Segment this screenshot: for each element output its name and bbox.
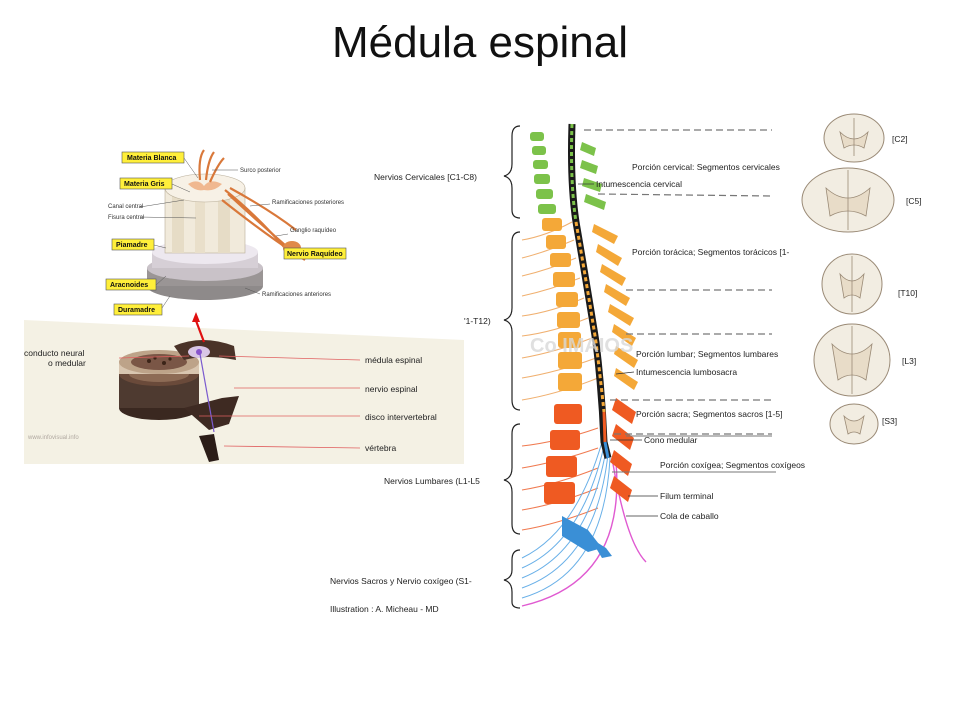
tag-aracnoides: Aracnoides bbox=[105, 278, 157, 291]
label-canal-central: Canal central bbox=[108, 204, 143, 210]
label-filum-terminal: Filum terminal bbox=[660, 491, 713, 501]
svg-text:[S3]: [S3] bbox=[882, 416, 897, 426]
svg-text:Aracnoides: Aracnoides bbox=[110, 282, 148, 289]
label-cono-medular: Cono medular bbox=[644, 435, 698, 445]
svg-text:Piamadre: Piamadre bbox=[116, 242, 148, 249]
label-nervios-sacros: Nervios Sacros y Nervio coxígeo (S1- bbox=[330, 576, 472, 586]
label-porcion-cervical: Porción cervical: Segmentos cervicales bbox=[632, 162, 780, 172]
vertebra-figure: conducto neural o medular médula espinal… bbox=[24, 312, 464, 464]
slide-title: Médula espinal bbox=[332, 18, 628, 67]
cord-section-s3: [S3] bbox=[829, 403, 897, 445]
label-porcion-toracica: Porción torácica; Segmentos torácicos [1… bbox=[632, 247, 789, 257]
label-conducto-neural: conducto neural bbox=[24, 348, 85, 358]
svg-text:[C2]: [C2] bbox=[892, 134, 908, 144]
label-nervios-cervicales: Nervios Cervicales [C1-C8) bbox=[374, 172, 477, 182]
label-porcion-lumbar: Porción lumbar; Segmentos lumbares bbox=[636, 349, 778, 359]
watermark-imaios: Co IMAIOS bbox=[530, 335, 633, 357]
label-porcion-sacra: Porción sacra; Segmentos sacros [1-5] bbox=[636, 409, 782, 419]
spine-figure: [C2] [C5] [T10] [L3] [S3] Co IMAIOS Nerv… bbox=[330, 113, 922, 614]
label-illustration-credit: Illustration : A. Micheau - MD bbox=[330, 604, 439, 614]
svg-text:[C5]: [C5] bbox=[906, 196, 922, 206]
watermark-infovisual: www.infovisual.info bbox=[27, 435, 79, 441]
tag-materia-blanca: Materia Blanca bbox=[121, 151, 185, 164]
label-cola-de-caballo: Cola de caballo bbox=[660, 511, 719, 521]
label-nervio-espinal: nervio espinal bbox=[365, 384, 418, 394]
label-intumescencia-cervical: Intumescencia cervical bbox=[596, 179, 682, 189]
label-porcion-coxigea: Porción coxígea; Segmentos coxígeos bbox=[660, 460, 805, 470]
svg-text:Materia Gris: Materia Gris bbox=[124, 181, 165, 188]
label-surco-posterior: Surco posterior bbox=[240, 168, 281, 174]
label-vertebra: vértebra bbox=[365, 443, 396, 453]
tag-duramadre: Duramadre bbox=[113, 303, 163, 316]
cord-section-c2: [C2] bbox=[823, 113, 908, 163]
spinal-cord-cross-section-figure: Materia Blanca Materia Gris Piamadre Ara… bbox=[105, 149, 347, 316]
tag-materia-gris: Materia Gris bbox=[119, 177, 173, 190]
label-medula-espinal: médula espinal bbox=[365, 355, 422, 365]
label-ramificaciones-anteriores: Ramificaciones anteriores bbox=[262, 292, 331, 298]
cord-section-l3: [L3] bbox=[813, 323, 916, 397]
cord-section-c5: [C5] bbox=[801, 167, 922, 233]
svg-text:[T10]: [T10] bbox=[898, 288, 917, 298]
label-ramificaciones-posteriores: Ramificaciones posteriores bbox=[272, 200, 344, 206]
label-disco-intervertebral: disco intervertebral bbox=[365, 412, 437, 422]
svg-text:Nervio Raquídeo: Nervio Raquídeo bbox=[287, 251, 343, 258]
tag-nervio-raquideo: Nervio Raquídeo bbox=[283, 247, 347, 260]
svg-text:Materia Blanca: Materia Blanca bbox=[127, 155, 177, 162]
svg-text:[L3]: [L3] bbox=[902, 356, 916, 366]
label-ganglio-raquideo: Ganglio raquídeo bbox=[290, 228, 337, 234]
region-brackets bbox=[503, 125, 521, 609]
label-nervios-lumbares: Nervios Lumbares (L1-L5 bbox=[384, 476, 480, 486]
tag-piamadre: Piamadre bbox=[111, 238, 155, 251]
svg-text:Duramadre: Duramadre bbox=[118, 307, 155, 314]
label-intumescencia-lumbosacra: Intumescencia lumbosacra bbox=[636, 367, 737, 377]
label-o-medular: o medular bbox=[48, 358, 86, 368]
vertebrae-column bbox=[530, 132, 612, 558]
label-toracicos-t12: '1-T12) bbox=[464, 316, 491, 326]
cord-section-t10: [T10] bbox=[821, 253, 917, 315]
label-fisura-central: Fisura central bbox=[108, 215, 144, 221]
